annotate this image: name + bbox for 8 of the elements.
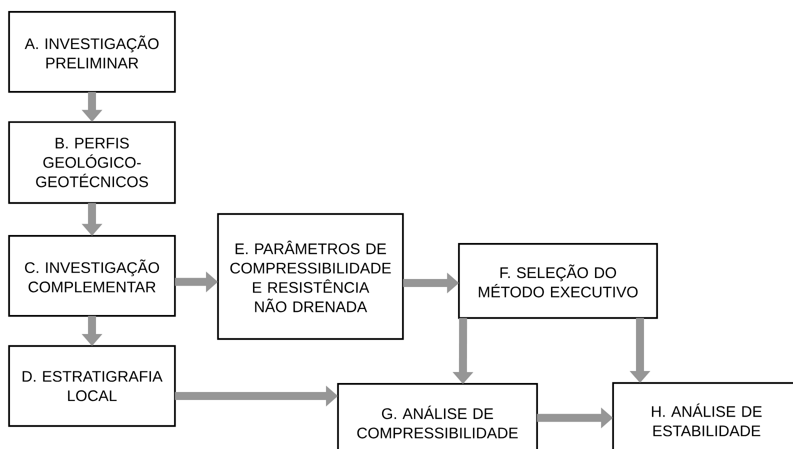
process-box: G. ANÁLISE DE COMPRESSIBILIDADE xyxy=(337,383,538,449)
process-box: B. PERFIS GEOLÓGICO- GEOTÉCNICOS xyxy=(8,121,176,204)
process-box: H. ANÁLISE DE ESTABILIDADE xyxy=(612,382,793,449)
process-box: D. ESTRATIGRAFIA LOCAL xyxy=(8,345,176,427)
process-box: E. PARÂMETROS DE COMPRESSIBILIDADE E RESISTÊNCIA NÃO DRENADA xyxy=(217,213,404,340)
process-box: F. SELEÇÃO DO MÉTODO EXECUTIVO xyxy=(458,243,658,319)
process-box: C. INVESTIGAÇÃO COMPLEMENTAR xyxy=(8,235,176,317)
process-box: A. INVESTIGAÇÃO PRELIMINAR xyxy=(8,11,176,93)
